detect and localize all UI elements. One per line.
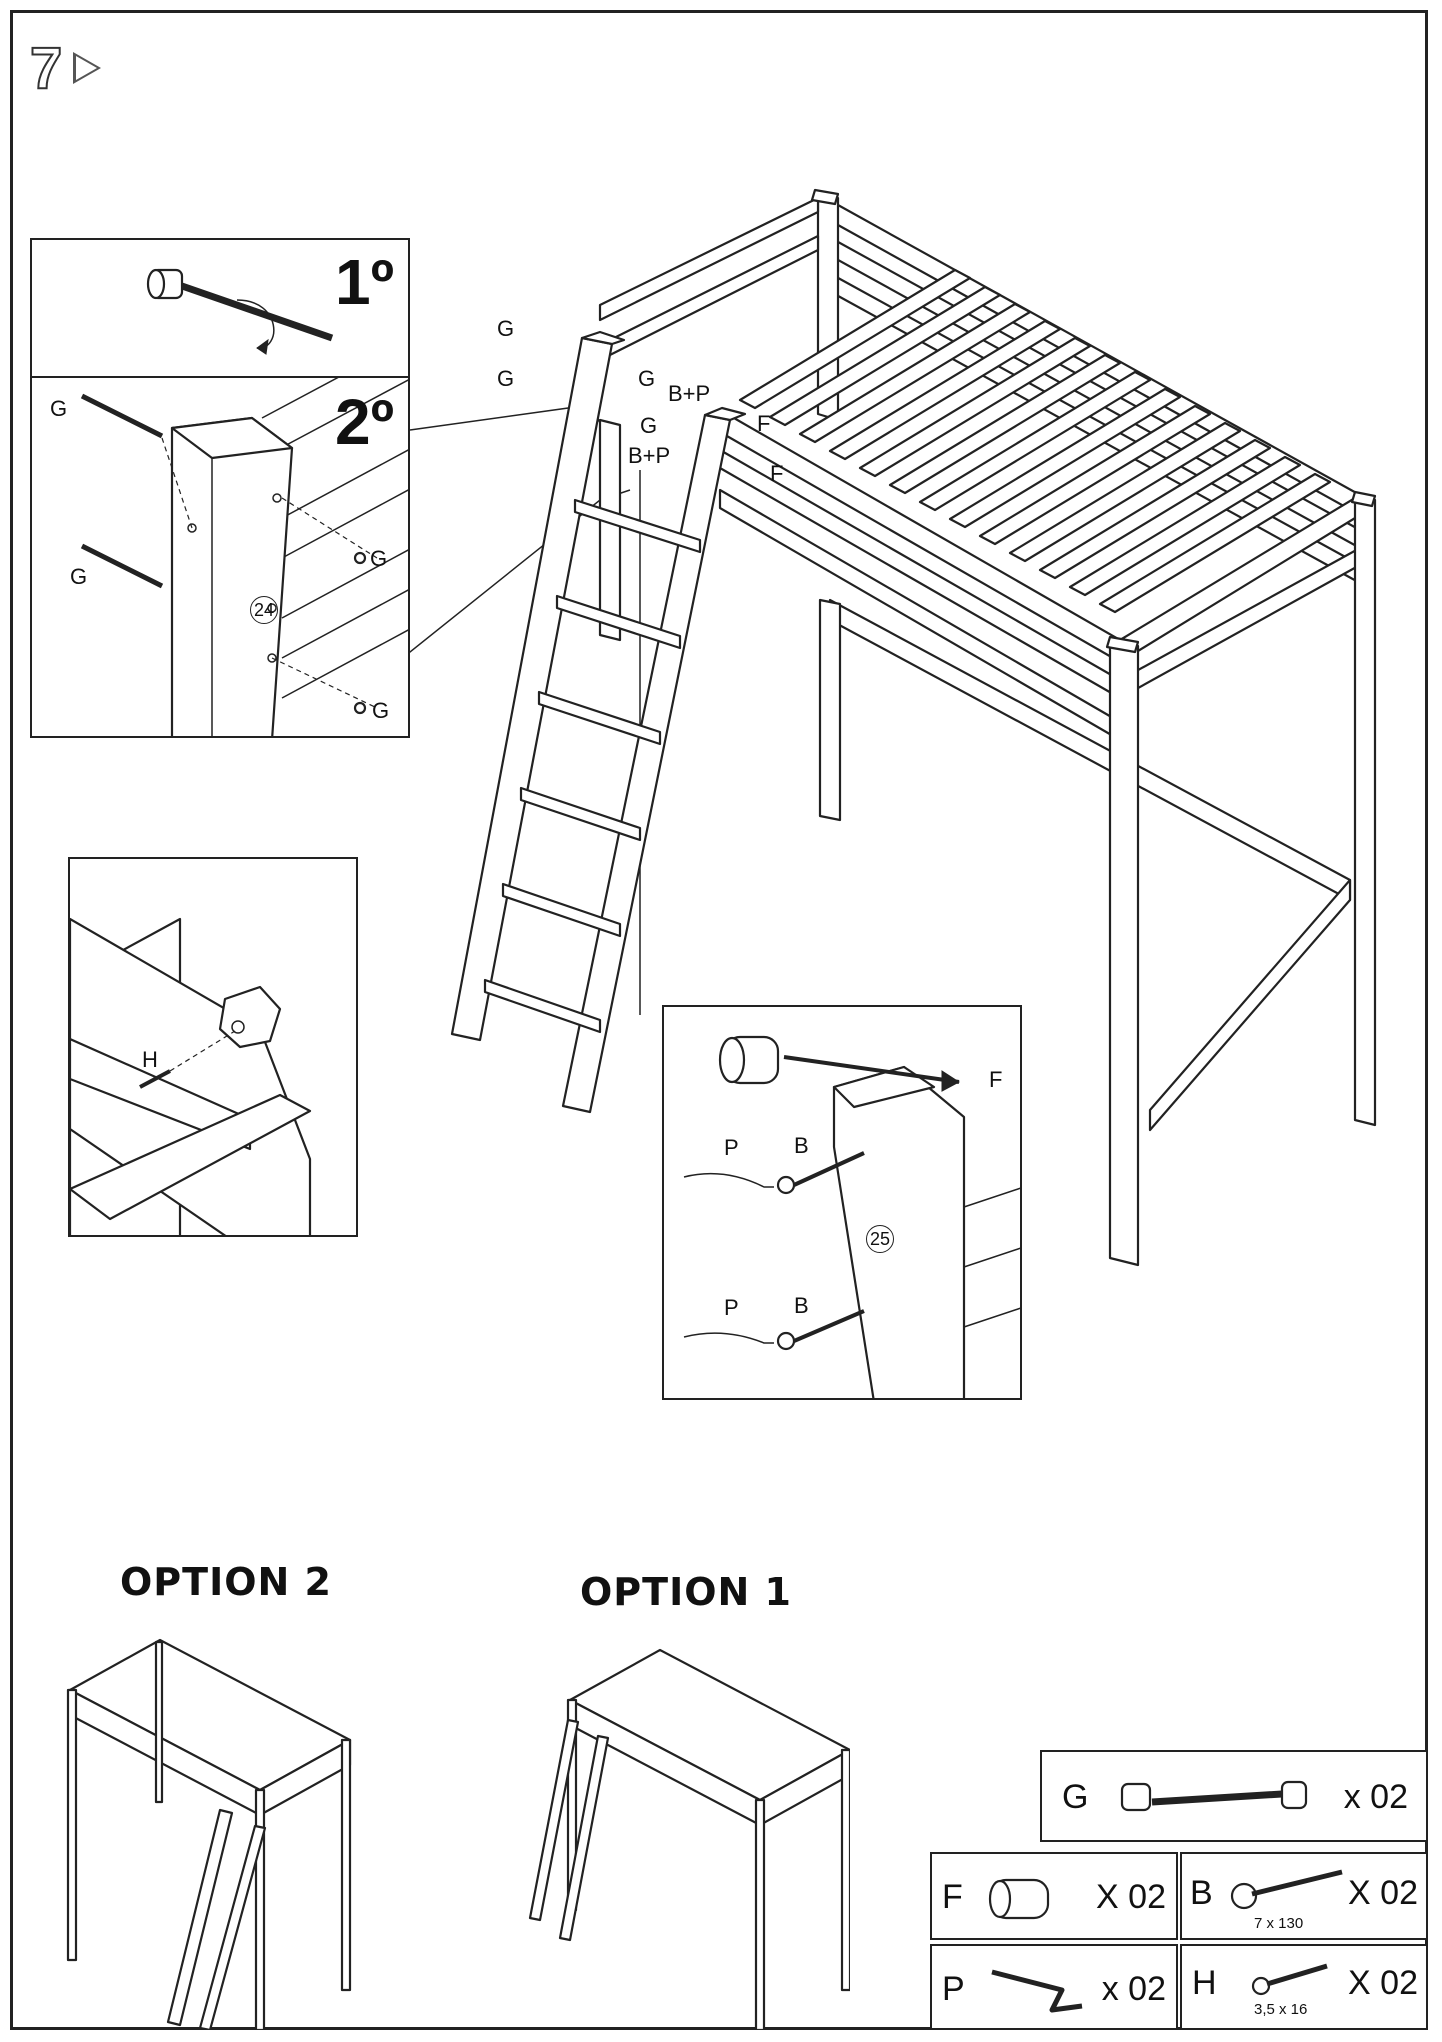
part-id-f: F bbox=[942, 1878, 963, 1916]
bolt-label-b: B bbox=[794, 1293, 809, 1318]
pin-label-p: P bbox=[724, 1135, 739, 1160]
bed-slat bbox=[768, 285, 1002, 427]
screw-label-g: G bbox=[50, 396, 68, 421]
part-id-b: B bbox=[1190, 1874, 1213, 1912]
bed-slat bbox=[1008, 421, 1242, 563]
bolt-tighten-diagram bbox=[146, 268, 334, 355]
bolt-b-icon bbox=[1230, 1869, 1343, 1910]
screw-label-g: G bbox=[370, 546, 388, 571]
part-qty-g: x 02 bbox=[1343, 1778, 1408, 1816]
callout-g: G bbox=[497, 316, 515, 341]
screw-h-icon bbox=[1251, 1963, 1328, 1996]
step-1-label: 1º bbox=[335, 246, 394, 318]
step-2-label: 2º bbox=[335, 386, 394, 458]
part-f-box: F X 02 bbox=[930, 1852, 1178, 1940]
bed-slat bbox=[798, 302, 1032, 444]
part-number-25: 25 bbox=[866, 1225, 894, 1253]
screw-label-g: G bbox=[70, 564, 88, 589]
ladder-rung bbox=[573, 498, 702, 554]
ladder-rung bbox=[537, 690, 662, 746]
play-arrow-icon bbox=[73, 52, 101, 84]
part-dim-h: 3,5 x 16 bbox=[1254, 2001, 1308, 2018]
bed-slat bbox=[978, 404, 1212, 546]
option-1-title: OPTION 1 bbox=[580, 1570, 792, 1614]
part-h-box: H 3,5 x 16 X 02 bbox=[1180, 1944, 1428, 2030]
part-id-g: G bbox=[1062, 1778, 1089, 1816]
loft-bed-illustration bbox=[349, 188, 1377, 1267]
bed-slat bbox=[948, 387, 1182, 529]
bed-slat bbox=[918, 370, 1152, 512]
part-id-h: H bbox=[1192, 1964, 1217, 2002]
part-qty-b: X 02 bbox=[1348, 1874, 1418, 1912]
detail-screw-h: H bbox=[68, 857, 358, 1237]
part-dim-b: 7 x 130 bbox=[1254, 1915, 1304, 1932]
detail-step-1: 1º bbox=[30, 238, 410, 378]
bed-slat bbox=[858, 336, 1092, 478]
part-g-box: G x 02 bbox=[1040, 1750, 1428, 1842]
bolt-label-b: B bbox=[794, 1133, 809, 1158]
callout-f: F bbox=[770, 461, 784, 486]
post-screw-diagram bbox=[80, 378, 408, 736]
callout-bp: B+P bbox=[668, 381, 711, 406]
callout-g: G bbox=[497, 366, 515, 391]
step-number: 7 bbox=[29, 36, 65, 101]
bed-slat bbox=[828, 319, 1062, 461]
bracket-screw-diagram bbox=[70, 917, 312, 1235]
option-2-bed bbox=[66, 1638, 352, 2030]
option-1-bed bbox=[528, 1648, 850, 2030]
page-frame bbox=[10, 10, 1428, 2030]
screw-label-h: H bbox=[142, 1047, 158, 1072]
bed-slat bbox=[888, 353, 1122, 495]
callout-bp: B+P bbox=[628, 443, 671, 468]
ladder-rung bbox=[501, 882, 622, 938]
part-qty-h: X 02 bbox=[1348, 1964, 1418, 2002]
connector-diagram bbox=[683, 1035, 1020, 1398]
part-qty-f: X 02 bbox=[1096, 1878, 1166, 1916]
cam-nut-f-icon bbox=[988, 1878, 1050, 1920]
pin-p-icon bbox=[991, 1969, 1083, 2013]
screw-label-g: G bbox=[372, 698, 390, 723]
callout-g: G bbox=[640, 413, 658, 438]
detail-step-2: 2º G G G G 24 bbox=[30, 376, 410, 738]
pin-label-p: P bbox=[724, 1295, 739, 1320]
part-p-box: P x 02 bbox=[930, 1944, 1178, 2030]
connector-label-f: F bbox=[989, 1067, 1003, 1092]
part-qty-p: x 02 bbox=[1101, 1970, 1166, 2008]
ladder-rung bbox=[483, 978, 602, 1034]
ladder-rung bbox=[519, 786, 642, 842]
callout-g: G bbox=[638, 366, 656, 391]
bolt-g-icon bbox=[1120, 1780, 1308, 1812]
option-2-title: OPTION 2 bbox=[120, 1560, 332, 1604]
bed-slat bbox=[1098, 472, 1332, 614]
bed-slat bbox=[738, 268, 972, 410]
callout-f: F bbox=[757, 411, 771, 436]
part-number-24: 24 bbox=[250, 596, 278, 624]
bed-slat bbox=[1038, 438, 1272, 580]
part-b-box: B 7 x 130 X 02 bbox=[1180, 1852, 1428, 1940]
detail-connector: F P B P B 25 bbox=[662, 1005, 1022, 1400]
bed-slat bbox=[1068, 455, 1302, 597]
ladder-rung bbox=[555, 594, 682, 650]
part-id-p: P bbox=[942, 1970, 965, 2008]
